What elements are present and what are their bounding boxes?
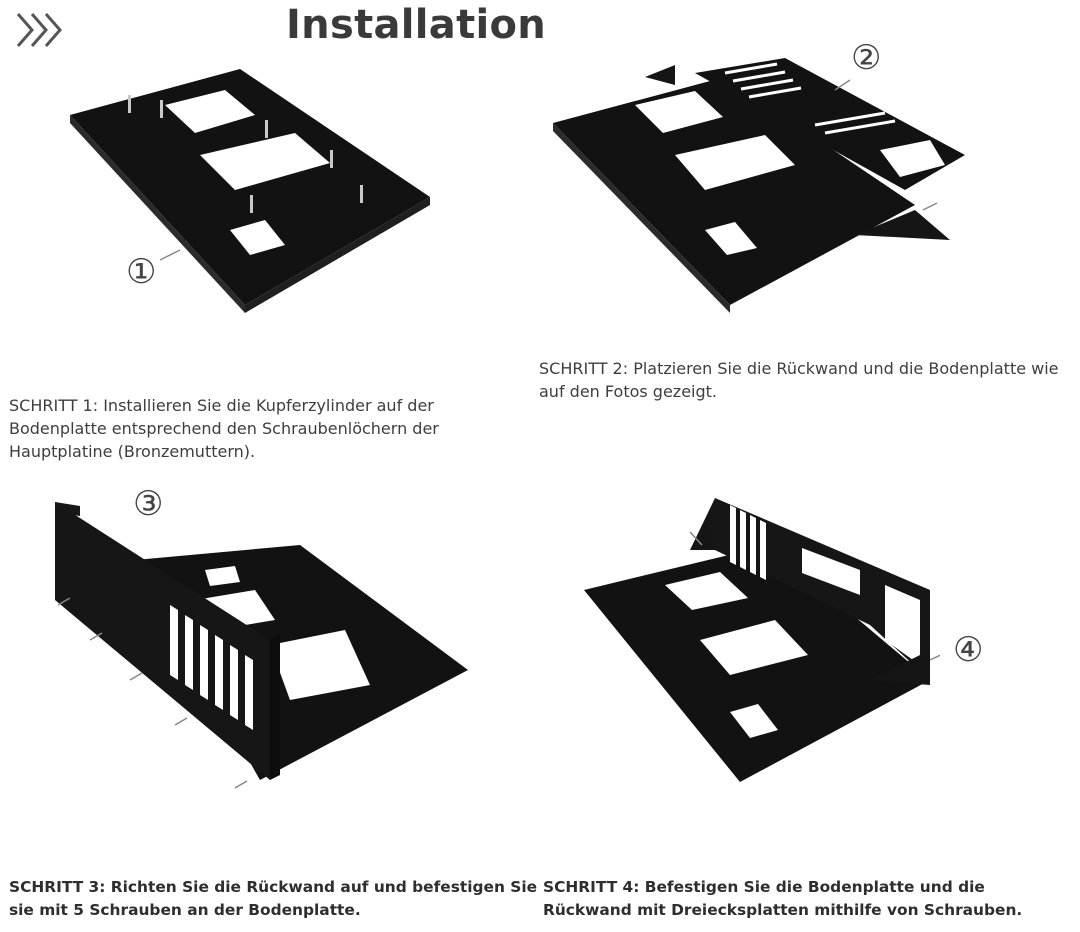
step-4-illustration — [584, 498, 940, 782]
step-1-text: SCHRITT 1: Installieren Sie die Kupferzy… — [9, 396, 439, 461]
step-2-callout: ② — [851, 38, 882, 78]
step-2-text: SCHRITT 2: Platzieren Sie die Rückwand u… — [539, 359, 1059, 401]
triple-chevron-right-icon — [16, 13, 62, 47]
page-title: Installation — [286, 2, 547, 48]
step-2-illustration — [553, 58, 965, 313]
step-3-text: SCHRITT 3: Richten Sie die Rückwand auf … — [9, 878, 538, 919]
step-1-callout: ① — [126, 252, 157, 292]
step-4-text: SCHRITT 4: Befestigen Sie die Bodenplatt… — [543, 878, 1023, 919]
step-3-illustration — [55, 502, 468, 789]
step-1-illustration — [70, 69, 430, 313]
step-4-callout: ④ — [953, 630, 984, 670]
step-3-callout: ③ — [133, 484, 164, 524]
